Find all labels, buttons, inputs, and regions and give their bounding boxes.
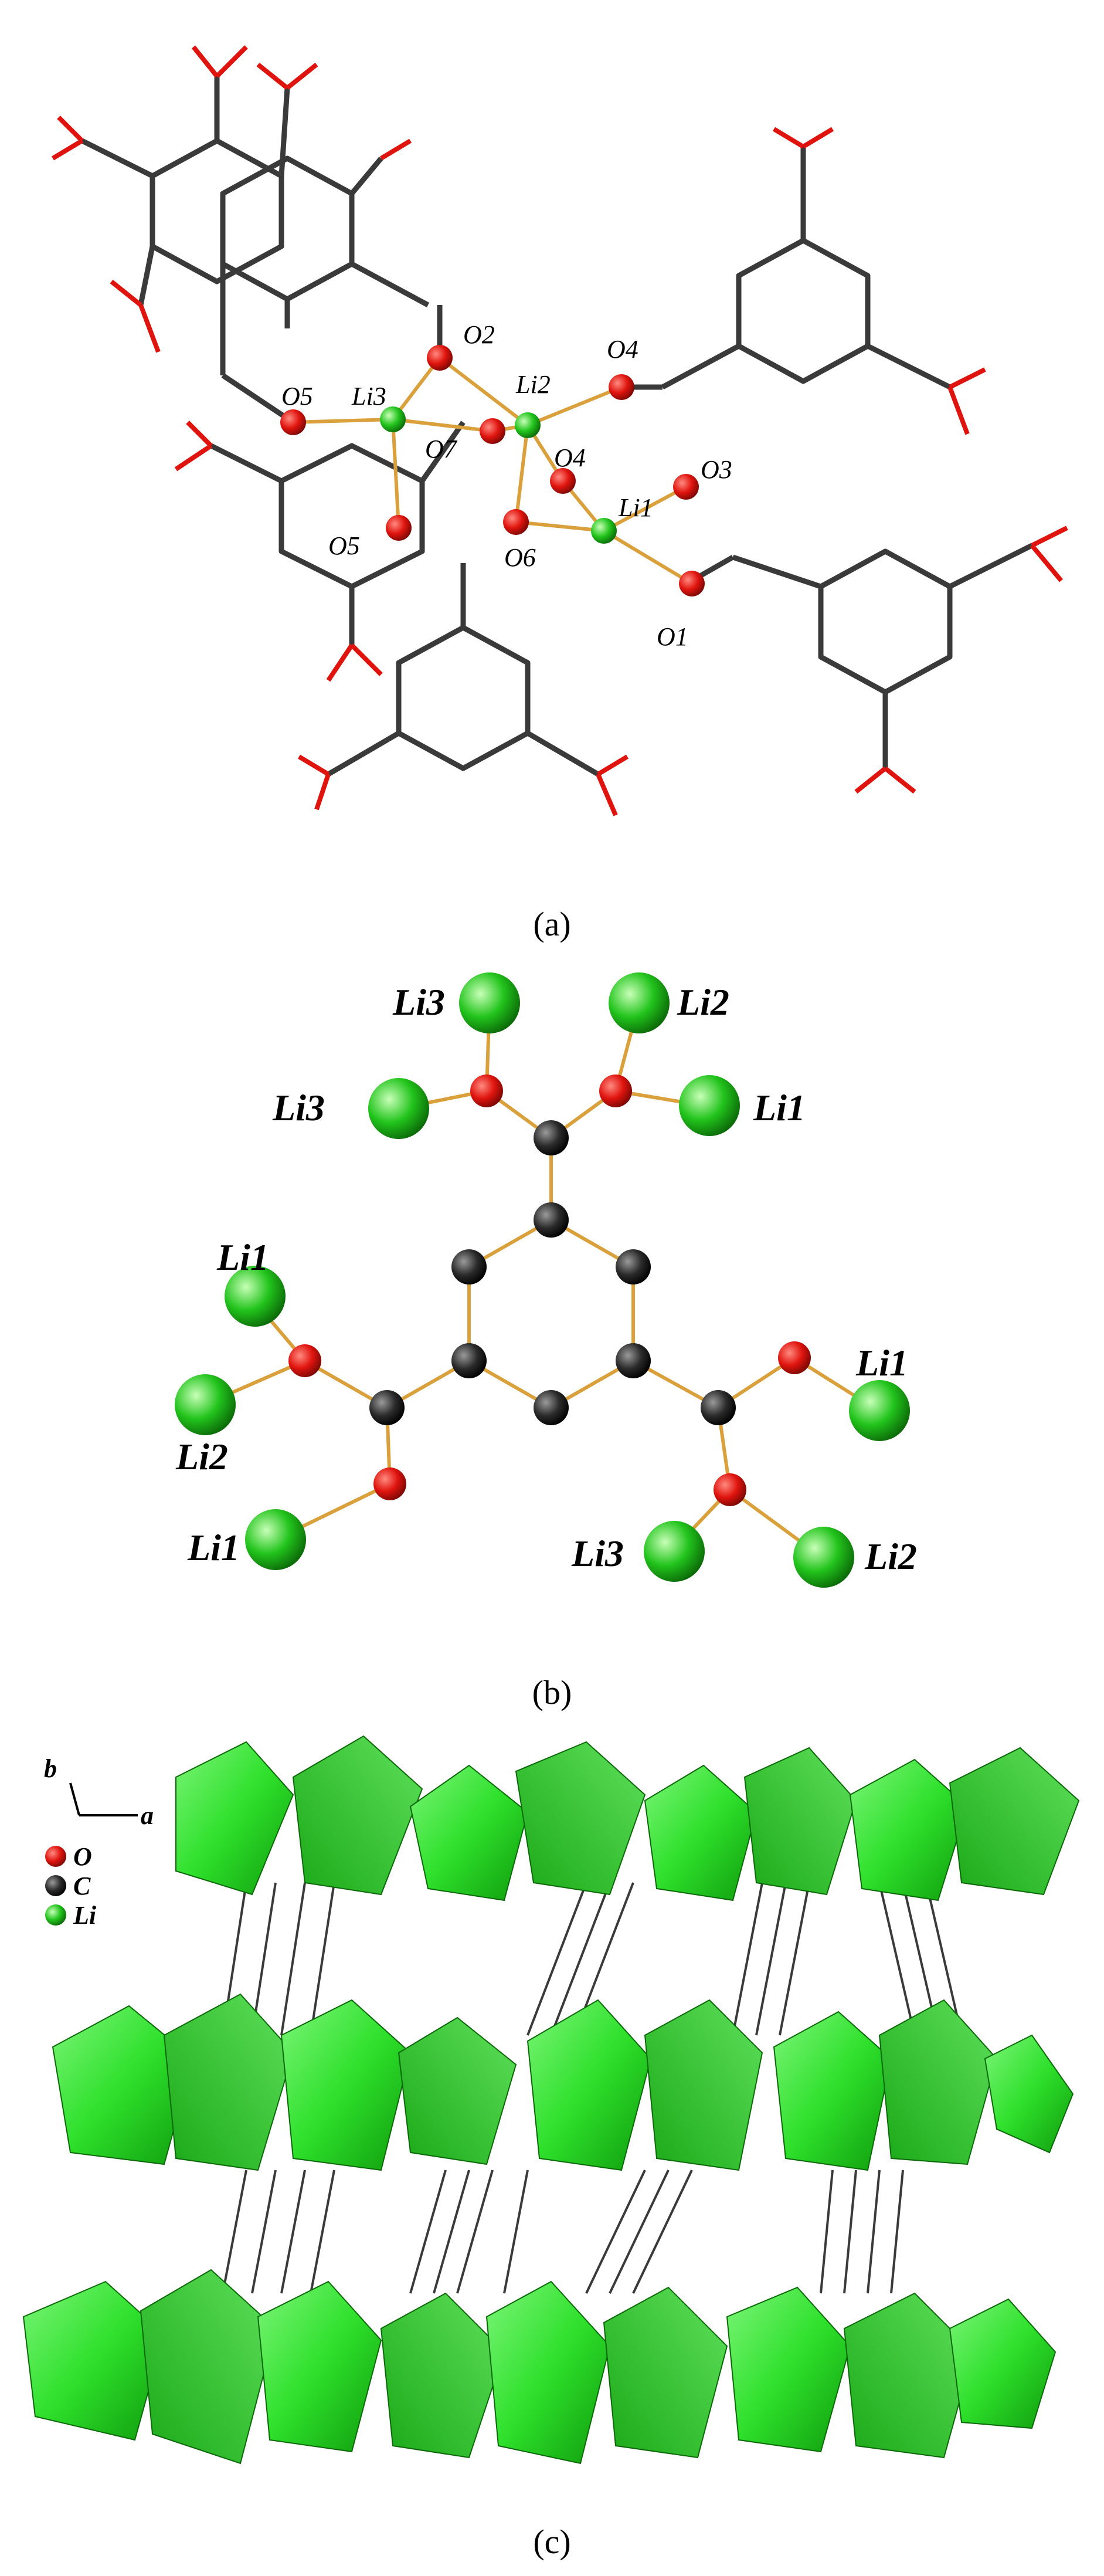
label-li3-left: Li3 (272, 1087, 325, 1128)
label-li3-top: Li3 (392, 981, 445, 1023)
atoms-panel-a (280, 345, 705, 596)
carbon-atom (534, 1390, 569, 1425)
caption-c: (c) (533, 2523, 571, 2561)
label-o2: O2 (463, 320, 495, 349)
label-o7: O7 (425, 435, 458, 463)
axis-b-label: b (44, 1754, 57, 1783)
axis-a-label: a (141, 1801, 154, 1830)
label-o5b: O5 (328, 531, 360, 560)
label-o1: O1 (657, 622, 688, 651)
carbon-atom (701, 1390, 736, 1425)
oxygen-atom (778, 1341, 811, 1374)
ligand-skeletons (80, 76, 1034, 777)
axis-indicator: b a (44, 1754, 154, 1830)
oxygen-atom (673, 474, 699, 500)
oxygen-atom (288, 1344, 321, 1377)
carbon-atom (451, 1343, 487, 1378)
atom-labels-panel-a: O5 Li3 O2 Li2 O4 O7 O4 Li1 O3 O5 O6 O1 (281, 320, 732, 651)
panel-c-framework: b a O C Li (0, 1707, 1104, 2493)
panel-b-structure: Li3 Li2 Li3 Li1 Li1 Li2 Li1 Li1 Li3 Li2 (0, 938, 1104, 1677)
lithium-atom (679, 1075, 740, 1136)
label-li2-top: Li2 (677, 981, 729, 1023)
oxygen-atom (599, 1075, 632, 1107)
label-li2-bot: Li2 (864, 1536, 917, 1577)
panel-b-svg: Li3 Li2 Li3 Li1 Li1 Li2 Li1 Li1 Li3 Li2 (175, 972, 917, 1588)
caption-a: (a) (533, 905, 571, 943)
carbon-atom (369, 1390, 405, 1425)
label-li2-left: Li2 (175, 1436, 228, 1477)
oxygen-atom (550, 468, 576, 494)
legend: O C Li (45, 1842, 97, 1930)
panel-c-svg: b a O C Li (22, 1735, 1080, 2465)
lithium-atom (849, 1380, 910, 1441)
label-li3: Li3 (351, 382, 386, 411)
label-li1: Li1 (618, 493, 653, 522)
oxygen-atom (427, 345, 453, 371)
label-li2: Li2 (515, 370, 551, 399)
atom-labels-panel-b: Li3 Li2 Li3 Li1 Li1 Li2 Li1 Li1 Li3 Li2 (175, 981, 917, 1577)
legend-c-swatch (45, 1875, 66, 1896)
lithium-atom (644, 1521, 705, 1582)
legend-o-label: O (73, 1842, 92, 1871)
label-o5a: O5 (281, 382, 313, 411)
oxygen-atom (609, 374, 634, 400)
lithium-atom (175, 1374, 236, 1435)
oxygen-atom (280, 409, 306, 435)
lithium-atom (380, 406, 406, 432)
bonds-panel-b (210, 1002, 875, 1556)
label-li3-bot: Li3 (571, 1533, 624, 1574)
lithium-atom (515, 412, 541, 438)
label-li1-left-top: Li1 (216, 1236, 269, 1278)
label-li1-left-bot: Li1 (187, 1527, 240, 1568)
legend-o-swatch (45, 1846, 66, 1867)
lithium-atom (225, 1266, 286, 1327)
carbon-atom (534, 1202, 569, 1238)
lithium-atom (793, 1527, 854, 1588)
atoms-panel-b (175, 972, 910, 1588)
legend-li-label: Li (73, 1901, 97, 1930)
oxygen-atom (714, 1473, 746, 1506)
label-o4b: O4 (554, 443, 586, 472)
oxygen-atom (480, 418, 505, 444)
label-o3: O3 (701, 455, 732, 484)
oxygen-atom (679, 571, 705, 596)
label-li1-right-mid: Li1 (855, 1342, 908, 1384)
li-polyhedra (22, 1735, 1080, 2465)
oxygen-atom (373, 1467, 406, 1500)
caption-b: (b) (532, 1673, 572, 1711)
carbon-atom (616, 1249, 651, 1284)
lithium-atom (245, 1509, 306, 1570)
label-li1-right: Li1 (753, 1087, 806, 1128)
panel-a-structure: O5 Li3 O2 Li2 O4 O7 O4 Li1 O3 O5 O6 O1 (0, 0, 1104, 897)
carbon-atom (616, 1343, 651, 1378)
legend-c-label: C (73, 1872, 91, 1900)
peripheral-carboxylates (51, 45, 1068, 816)
lithium-atom (609, 972, 670, 1033)
oxygen-atom (386, 515, 412, 541)
lithium-atom (591, 518, 617, 544)
label-o6: O6 (504, 543, 536, 572)
lithium-atom (368, 1078, 429, 1139)
panel-a-svg: O5 Li3 O2 Li2 O4 O7 O4 Li1 O3 O5 O6 O1 (51, 45, 1068, 816)
carbon-atom (534, 1120, 569, 1155)
oxygen-atom (470, 1075, 503, 1107)
legend-li-swatch (45, 1904, 66, 1926)
carbon-atom (451, 1249, 487, 1284)
lithium-atom (459, 972, 520, 1033)
oxygen-atom (503, 509, 529, 535)
label-o4a: O4 (607, 335, 638, 364)
